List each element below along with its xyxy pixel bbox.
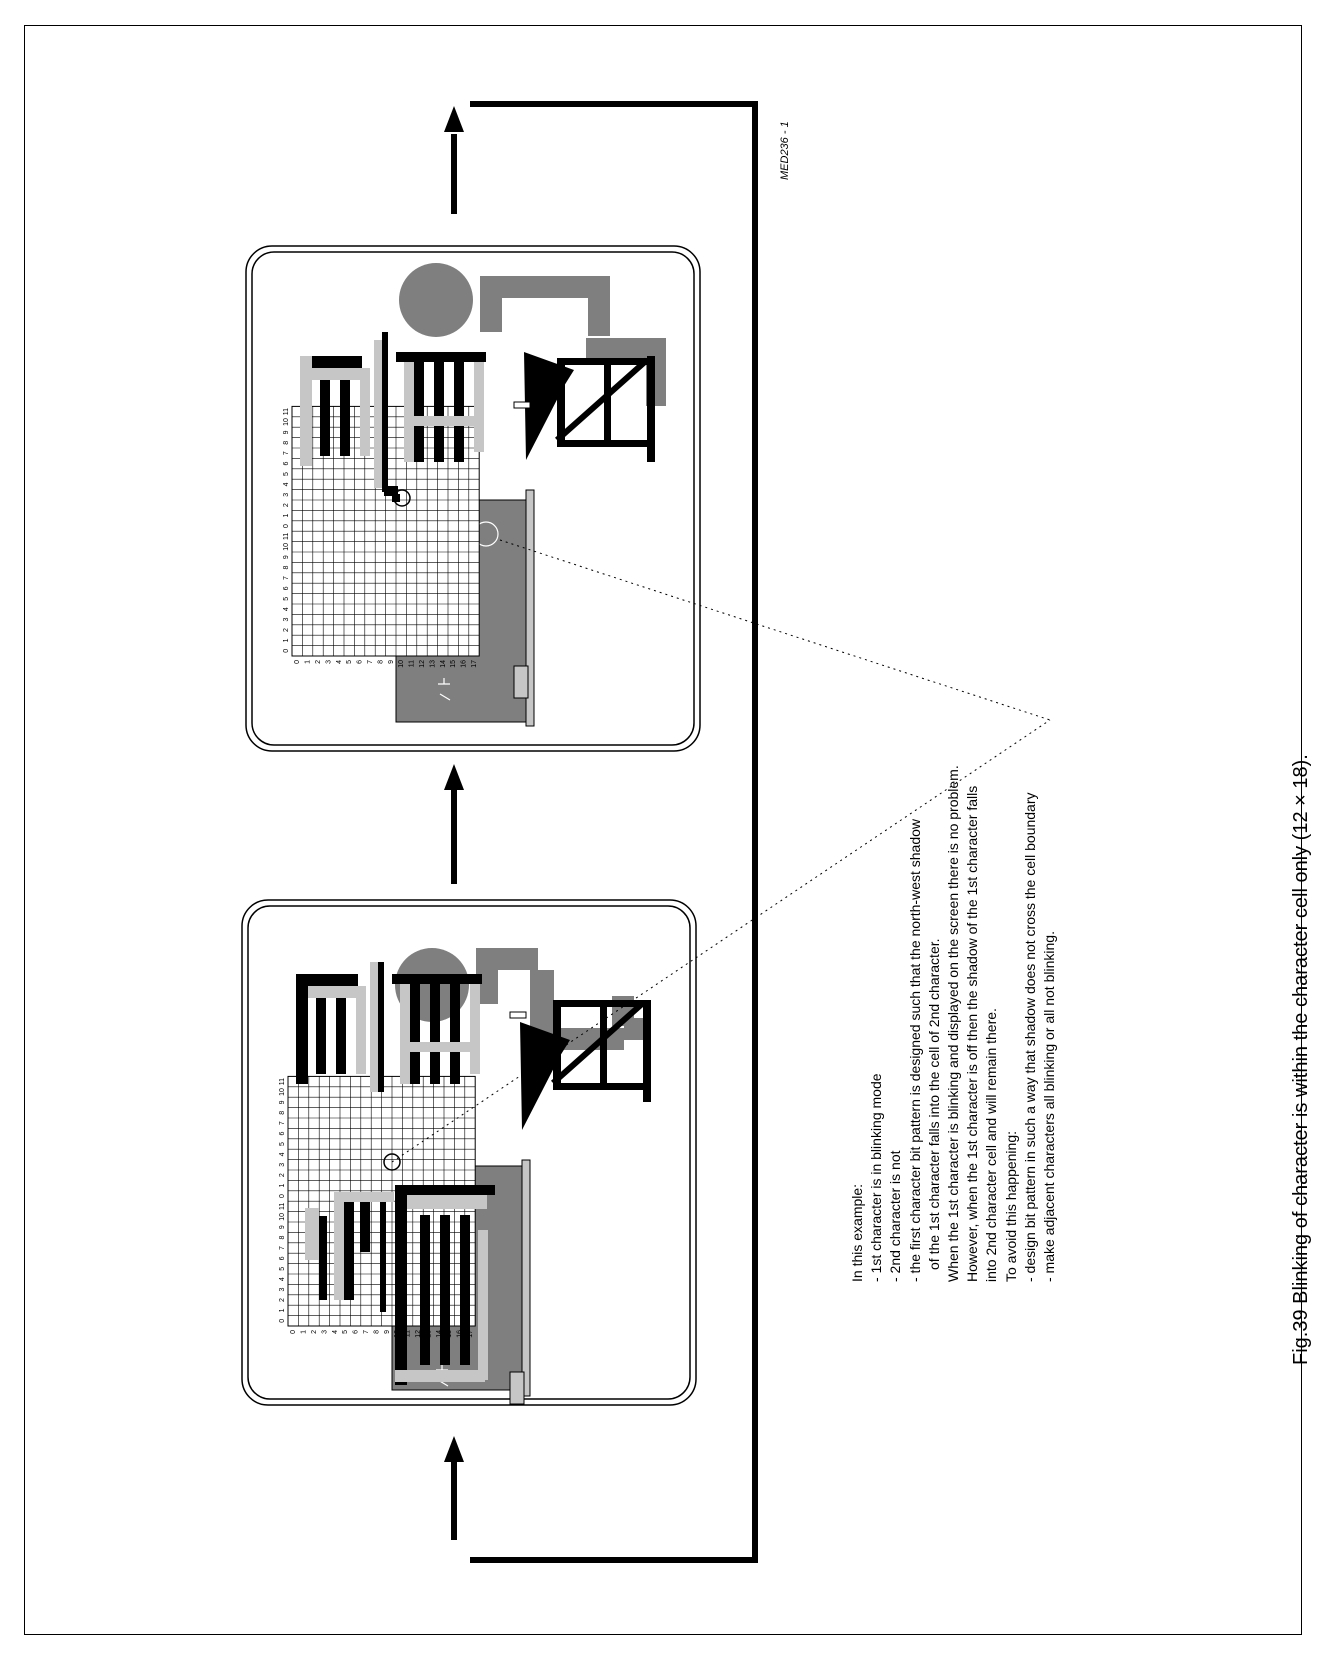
grid-column-label: 2 <box>283 628 290 632</box>
grid-column-label: 5 <box>279 1142 286 1146</box>
grid-row-label: 4 <box>332 1330 339 1334</box>
grid-column-label: 4 <box>283 482 290 486</box>
grid-row-label: 8 <box>377 660 384 664</box>
grid-row-label: 0 <box>294 660 301 664</box>
grid-column-label: 0 <box>279 1194 286 1198</box>
grid-column-label: 10 <box>283 418 290 426</box>
grid-column-label: 1 <box>283 638 290 642</box>
grid-row-label: 1 <box>301 1330 308 1334</box>
panel-character-on: 0123456789101101234567891011012345678910… <box>242 900 696 1405</box>
grid-column-label: 7 <box>283 576 290 580</box>
grid-row-label: 15 <box>450 660 457 668</box>
grid-column-label: 7 <box>279 1121 286 1125</box>
grid-column-label: 2 <box>283 503 290 507</box>
grid-row-label: 11 <box>409 660 416 667</box>
flow-arrow-left <box>444 1436 464 1540</box>
grid-row-label: 16 <box>461 660 468 668</box>
grid-column-label: 4 <box>279 1152 286 1156</box>
grid-row-label: 6 <box>353 1330 360 1334</box>
explanation-line: into 2nd character cell and will remain … <box>982 765 1001 1282</box>
grid-column-label: 5 <box>283 472 290 476</box>
grid-column-label: 11 <box>283 533 290 540</box>
explanation-line: When the 1st character is blinking and d… <box>944 765 963 1282</box>
grid-row-label: 2 <box>315 660 322 664</box>
easel <box>514 352 655 462</box>
grid-column-label: 1 <box>279 1184 286 1188</box>
grid-column-label: 11 <box>279 1203 286 1210</box>
grid-column-label: 8 <box>279 1111 286 1115</box>
grid-column-label: 11 <box>283 408 290 415</box>
grid-column-label: 10 <box>279 1088 286 1096</box>
grid-column-label: 2 <box>279 1298 286 1302</box>
character-upper-pattern-on <box>296 962 482 1092</box>
grid-column-label: 6 <box>283 462 290 466</box>
grid-row-label: 2 <box>311 1330 318 1334</box>
explanation-line: In this example: <box>848 765 867 1282</box>
grid-column-label: 3 <box>279 1288 286 1292</box>
grid-row-label: 6 <box>357 660 364 664</box>
explanation-line: - 1st character is in blinking mode <box>867 765 886 1282</box>
explanation-line: - the first character bit pattern is des… <box>906 765 925 1282</box>
grid-column-label: 0 <box>283 649 290 653</box>
grid-row-label: 8 <box>373 1330 380 1334</box>
explanation-text: In this example: - 1st character is in b… <box>848 765 1059 1282</box>
grid-row-label: 17 <box>471 660 478 668</box>
grid-row-label: 9 <box>384 1330 391 1334</box>
grid-column-label: 1 <box>283 514 290 518</box>
grid-row-label: 4 <box>336 660 343 664</box>
grid-column-label: 9 <box>283 430 290 434</box>
grid-column-label: 1 <box>279 1308 286 1312</box>
grid-column-label: 9 <box>279 1100 286 1104</box>
grid-column-label: 5 <box>283 597 290 601</box>
grid-column-label: 0 <box>279 1319 286 1323</box>
grid-column-label: 8 <box>279 1236 286 1240</box>
grid-column-label: 8 <box>283 566 290 570</box>
grid-column-label: 8 <box>283 441 290 445</box>
explanation-line: - 2nd character is not <box>886 765 905 1282</box>
explanation-line: - make adjacent characters all blinking … <box>1040 765 1059 1282</box>
grid-row-label: 3 <box>325 660 332 664</box>
grid-row-label: 13 <box>429 660 436 668</box>
grid-column-label: 7 <box>279 1246 286 1250</box>
flow-arrow-right <box>444 106 464 214</box>
grid-row-label: 5 <box>342 1330 349 1334</box>
grid-column-label: 0 <box>283 524 290 528</box>
grid-row-label: 3 <box>321 1330 328 1334</box>
grid-row-label: 7 <box>367 660 374 664</box>
grid-column-label: 10 <box>279 1213 286 1221</box>
grid-column-label: 3 <box>283 618 290 622</box>
grid-column-label: 3 <box>279 1163 286 1167</box>
grid-column-label: 10 <box>283 543 290 551</box>
grid-column-label: 6 <box>279 1132 286 1136</box>
figure-code: MED236 - 1 <box>779 121 791 180</box>
explanation-line: - design bit pattern in such a way that … <box>1021 765 1040 1282</box>
grid-column-label: 6 <box>283 586 290 590</box>
grid-row-label: 7 <box>363 1330 370 1334</box>
explanation-line: To avoid this happening: <box>1002 765 1021 1282</box>
grid-column-label: 4 <box>283 607 290 611</box>
grid-column-label: 7 <box>283 451 290 455</box>
grid-column-label: 9 <box>283 555 290 559</box>
grid-row-label: 9 <box>388 660 395 664</box>
grid-column-label: 3 <box>283 493 290 497</box>
grid-column-label: 5 <box>279 1267 286 1271</box>
explanation-line: However, when the 1st character is off t… <box>963 765 982 1282</box>
flow-arrow-middle <box>444 764 464 884</box>
grid-row-label: 12 <box>419 660 426 668</box>
grid-row-label: 1 <box>305 660 312 664</box>
grid-column-label: 4 <box>279 1277 286 1281</box>
grid-row-label: 14 <box>440 660 447 668</box>
grid-row-label: 0 <box>290 1330 297 1334</box>
explanation-line: of the 1st character falls into the cell… <box>925 765 944 1282</box>
grid-column-label: 6 <box>279 1256 286 1260</box>
grid-row-label: 10 <box>398 660 405 668</box>
grid-column-label: 2 <box>279 1173 286 1177</box>
grid-column-label: 9 <box>279 1225 286 1229</box>
grid-row-label: 5 <box>346 660 353 664</box>
grid-column-label: 11 <box>279 1078 286 1085</box>
figure-caption: Fig.39 Blinking of character is within t… <box>1290 754 1313 1365</box>
